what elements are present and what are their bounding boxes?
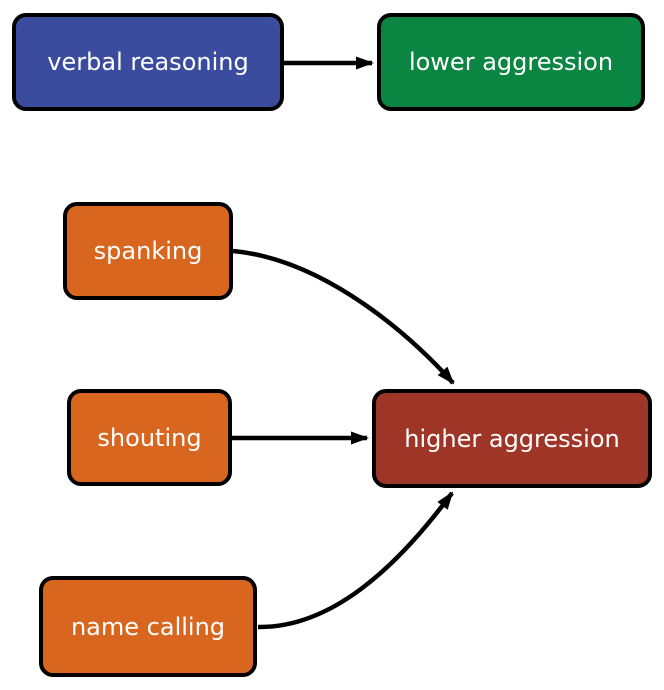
- node-lower-aggression-label: lower aggression: [408, 48, 614, 76]
- node-shouting-label: shouting: [97, 423, 202, 452]
- edge-namecalling-to-higher: [257, 491, 454, 630]
- node-higher-aggression-label: higher aggression: [404, 424, 620, 453]
- node-shouting: shouting: [67, 389, 232, 486]
- node-lower-aggression: lower aggression: [377, 13, 645, 111]
- node-verbal-reasoning: verbal reasoning: [12, 13, 284, 111]
- node-spanking-label: spanking: [93, 237, 203, 265]
- node-name-calling-label: name calling: [70, 612, 226, 641]
- node-spanking: spanking: [63, 202, 233, 300]
- node-verbal-reasoning-label: verbal reasoning: [47, 48, 249, 76]
- edge-spanking-to-higher: [232, 248, 455, 385]
- node-name-calling: name calling: [39, 576, 257, 677]
- node-higher-aggression: higher aggression: [372, 389, 652, 488]
